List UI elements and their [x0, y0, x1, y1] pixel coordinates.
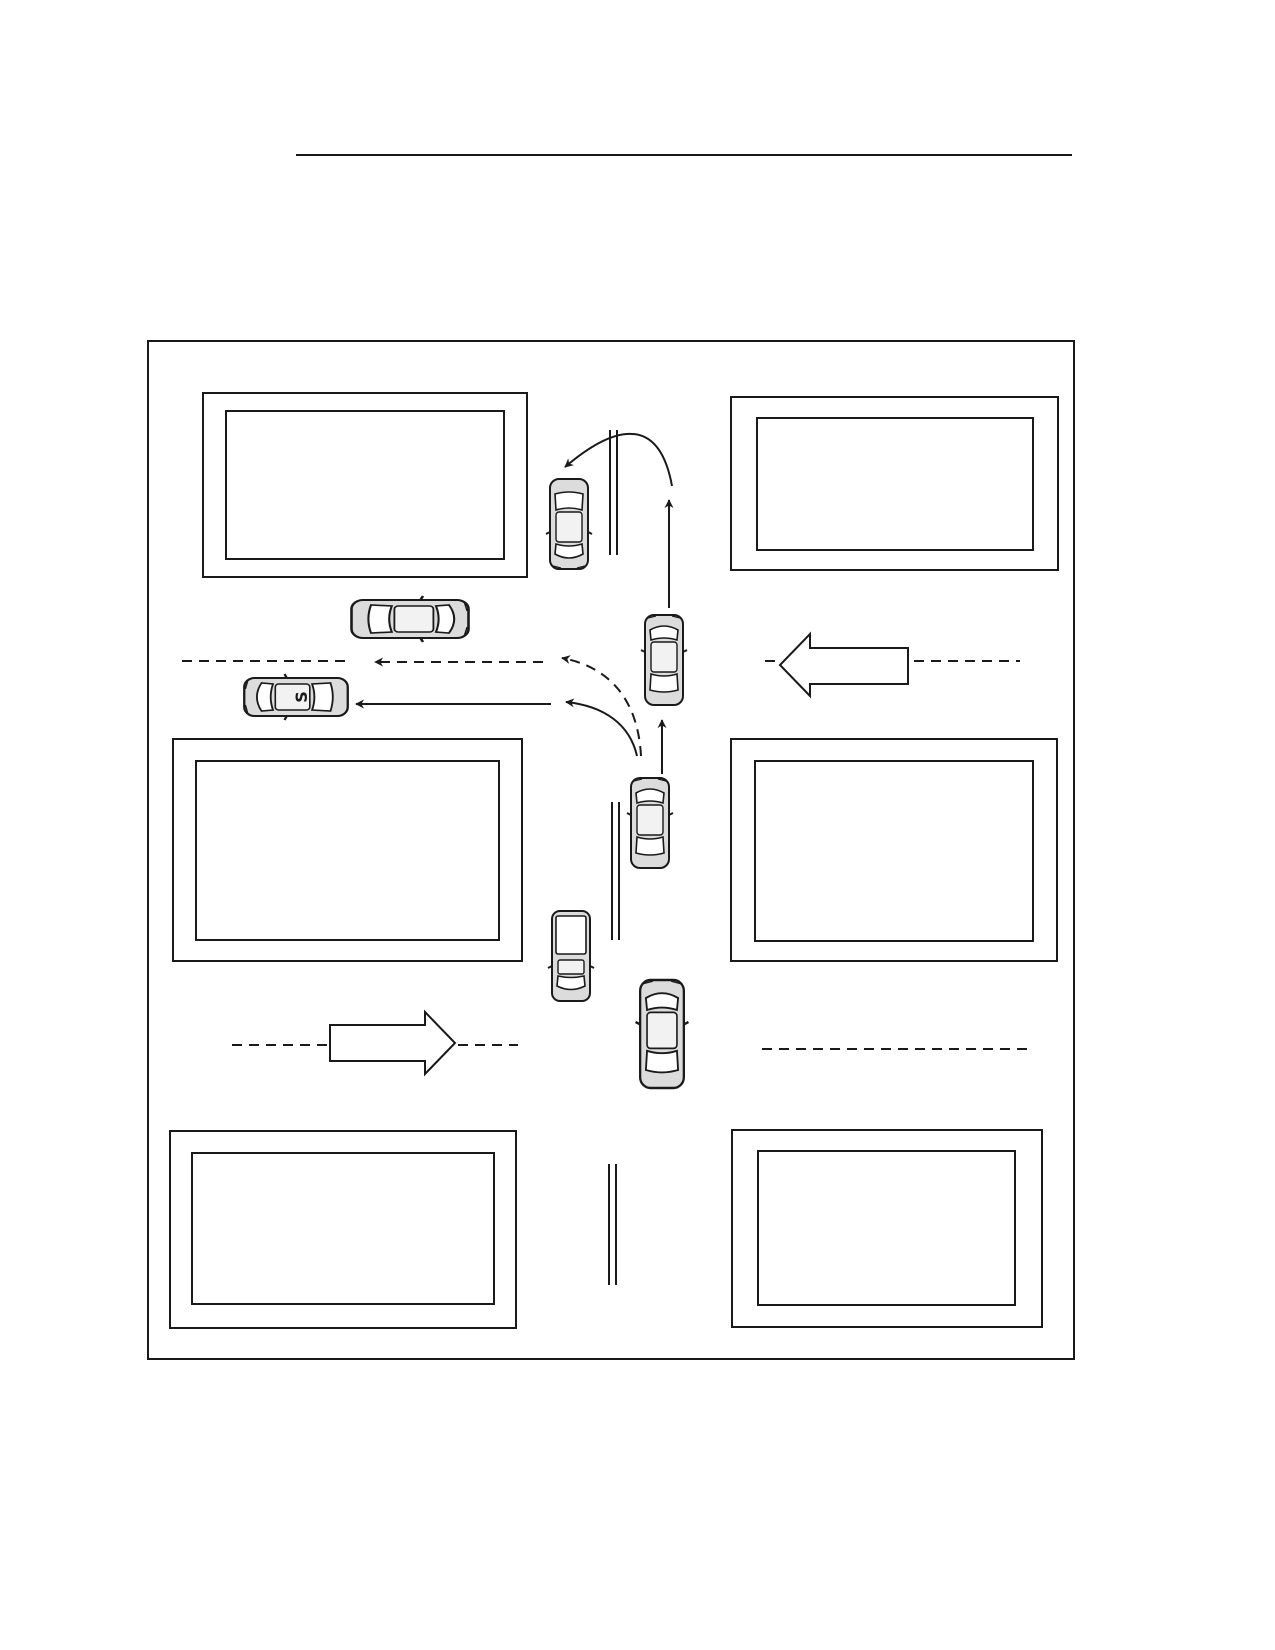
header-rule [296, 154, 1072, 156]
car-west-upper [350, 594, 470, 644]
path-left-turn-dashed [561, 655, 642, 757]
center-line-south [608, 1164, 617, 1285]
car-marked-label: S [292, 691, 311, 703]
block-sw [169, 1130, 517, 1329]
block-ne [730, 396, 1059, 571]
car-north-2 [626, 777, 674, 869]
path-left-turn [565, 698, 638, 757]
center-line-north [609, 430, 618, 555]
center-line-middle [611, 802, 620, 940]
car-parked-south [547, 910, 595, 1002]
diagram-frame [147, 340, 1075, 1360]
block-mw [172, 738, 523, 962]
block-me [730, 738, 1058, 962]
car-north-1 [640, 614, 688, 706]
lane-line-lower [232, 1044, 1034, 1050]
block-nw [202, 392, 528, 578]
flow-arrow-westbound [778, 631, 909, 699]
car-north-3 [634, 978, 690, 1090]
car-parked-north [545, 478, 593, 570]
block-se [731, 1129, 1043, 1328]
path-u-turn [564, 432, 673, 487]
flow-arrow-eastbound [329, 1009, 457, 1077]
